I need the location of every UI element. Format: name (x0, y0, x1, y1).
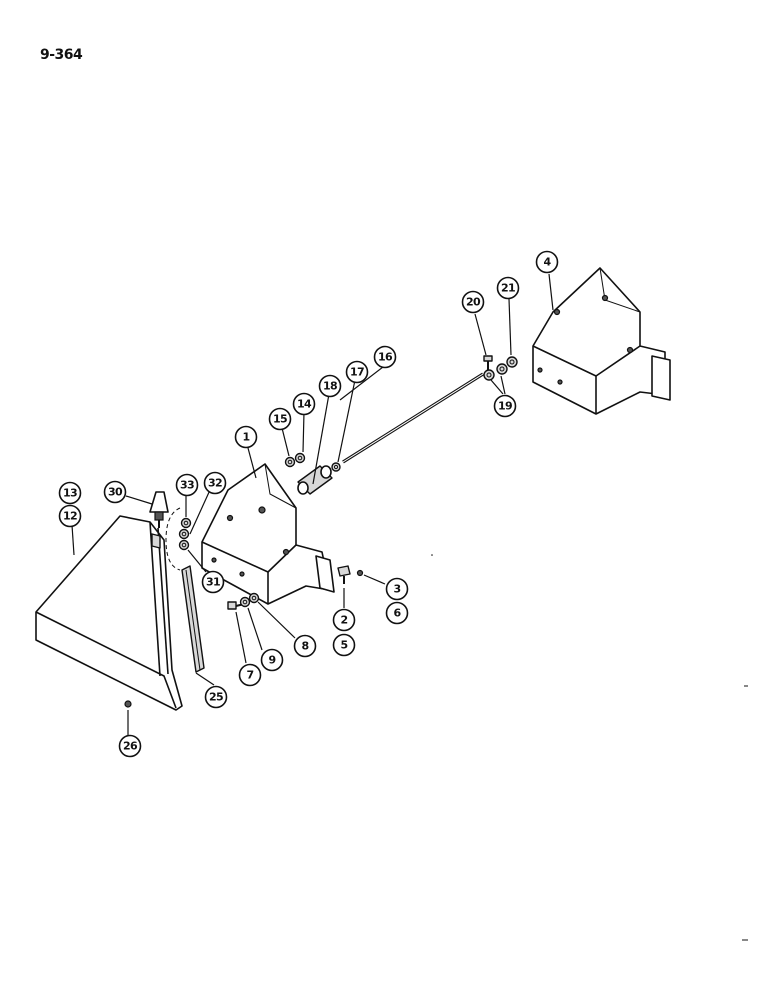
callout-2: 2 (332, 608, 356, 632)
svg-text:8: 8 (301, 640, 308, 653)
svg-text:5: 5 (340, 639, 347, 652)
nut-21 (506, 356, 518, 368)
callout-5: 5 (332, 633, 356, 657)
svg-text:33: 33 (180, 479, 194, 492)
washer-8 (248, 592, 260, 604)
callout-7: 7 (238, 663, 262, 687)
callout-20: 20 (461, 290, 485, 314)
svg-text:25: 25 (209, 691, 223, 704)
callout-19: 19 (493, 394, 517, 418)
svg-text:30: 30 (108, 486, 123, 499)
callout-31: 31 (201, 570, 225, 594)
callout-30: 30 (103, 480, 127, 504)
callout-9: 9 (260, 648, 284, 672)
callout-1: 1 (234, 425, 258, 449)
callout-8: 8 (293, 634, 317, 658)
svg-text:18: 18 (323, 380, 337, 393)
washer-33 (180, 517, 192, 529)
nut-15 (284, 456, 296, 468)
callout-17: 17 (345, 360, 369, 384)
side-panel (35, 515, 183, 711)
svg-text:32: 32 (208, 477, 222, 490)
svg-text:19: 19 (498, 400, 512, 413)
callout-14: 14 (292, 392, 316, 416)
svg-text:6: 6 (393, 607, 401, 620)
svg-text:14: 14 (297, 398, 312, 411)
svg-text:4: 4 (543, 256, 551, 269)
leader-lines (70, 273, 554, 735)
callout-21: 21 (496, 276, 520, 300)
callout-16: 16 (373, 345, 397, 369)
nut-17 (331, 462, 341, 472)
svg-text:9: 9 (268, 654, 275, 667)
bolt-2 (337, 565, 351, 584)
callout-3: 3 (385, 577, 409, 601)
page-number: 9-364 (40, 47, 83, 63)
washer-9 (239, 596, 251, 608)
seal-strip (181, 565, 205, 673)
callout-15: 15 (268, 407, 292, 431)
callout-6: 6 (385, 601, 409, 625)
svg-text:21: 21 (501, 282, 515, 295)
svg-text:13: 13 (63, 487, 77, 500)
bracket-right (532, 267, 671, 415)
nut-3 (356, 569, 364, 577)
svg-text:7: 7 (246, 669, 253, 682)
callout-4: 4 (535, 250, 559, 274)
svg-text:31: 31 (206, 576, 220, 589)
callout-32: 32 (203, 471, 227, 495)
callout-26: 26 (118, 734, 142, 758)
callout-25: 25 (204, 685, 228, 709)
screw-26 (124, 700, 132, 708)
rod (342, 372, 484, 464)
callout-18: 18 (318, 374, 342, 398)
bracket-center (201, 463, 335, 605)
svg-text:26: 26 (123, 740, 138, 753)
washer-32 (178, 528, 190, 540)
bumper (149, 491, 169, 528)
svg-text:16: 16 (378, 351, 393, 364)
svg-text:2: 2 (340, 614, 347, 627)
speck (431, 554, 433, 556)
nut-14 (294, 452, 306, 464)
callout-12: 12 (58, 504, 82, 528)
washer-19 (483, 363, 508, 381)
turnbuckle (297, 465, 333, 495)
callout-13: 13 (58, 481, 82, 505)
svg-text:20: 20 (466, 296, 481, 309)
svg-text:17: 17 (350, 366, 364, 379)
svg-text:3: 3 (393, 583, 400, 596)
svg-text:12: 12 (63, 510, 77, 523)
svg-text:1: 1 (242, 431, 249, 444)
nut-31 (178, 539, 190, 551)
svg-text:15: 15 (273, 413, 287, 426)
callout-33: 33 (175, 473, 199, 497)
